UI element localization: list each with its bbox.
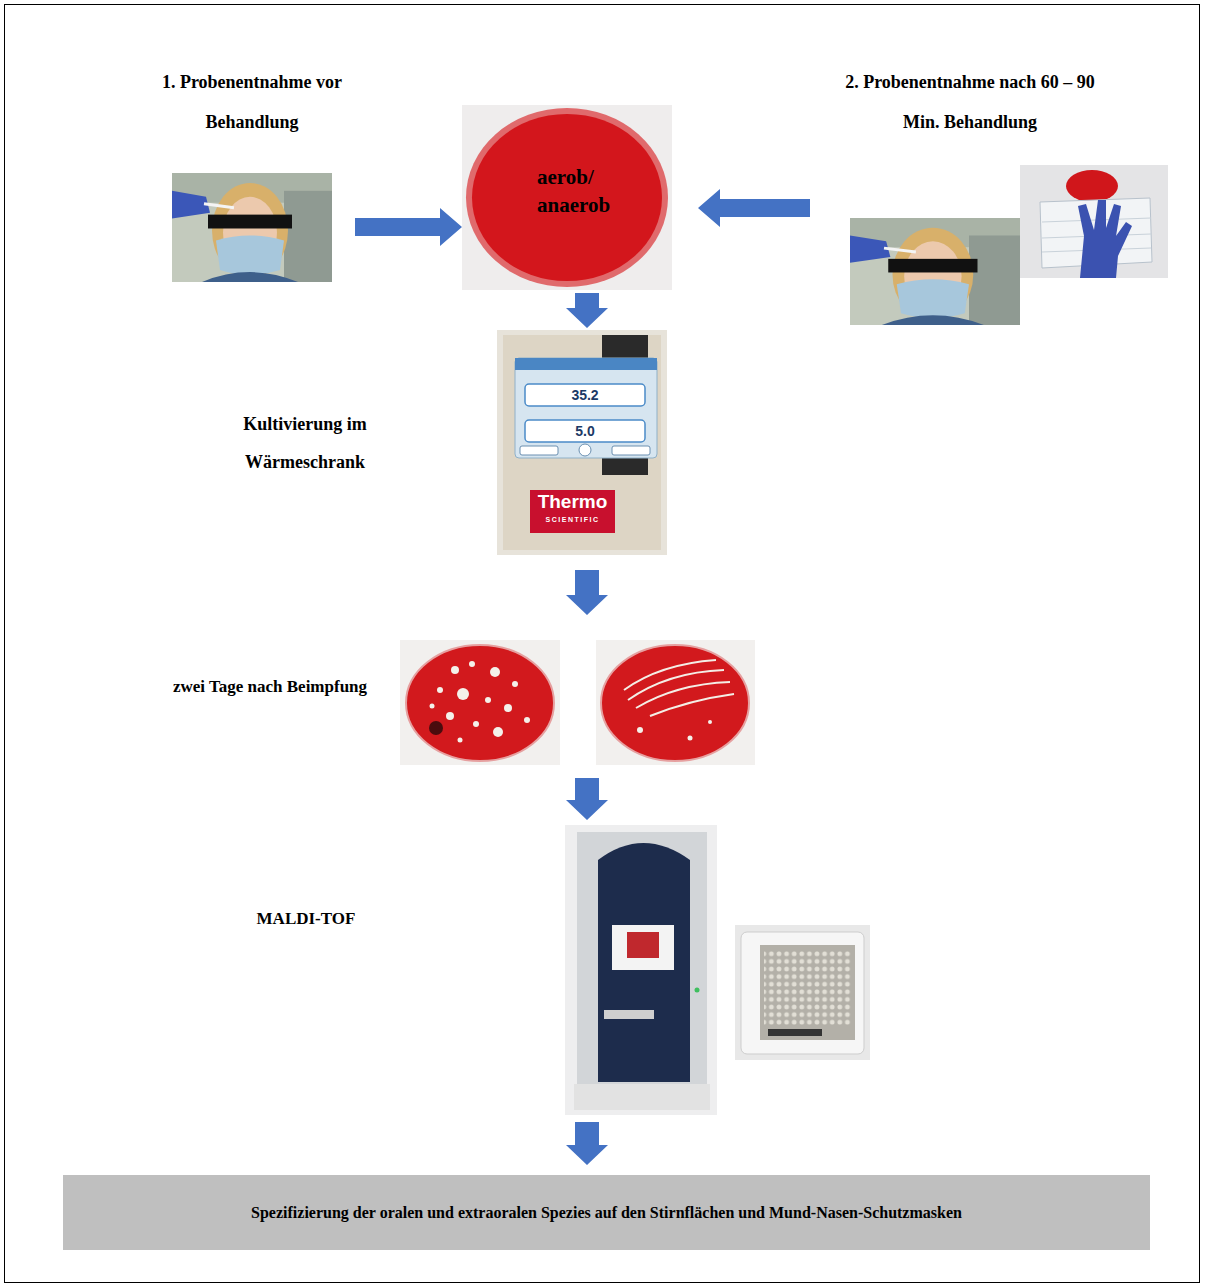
agar-plate: aerob/ anaerob (462, 105, 672, 290)
incubator-photo (497, 330, 667, 555)
brand-subline: SCIENTIFIC (530, 515, 615, 524)
barcode (768, 1029, 822, 1036)
photo-ground (497, 330, 667, 555)
colony (504, 704, 512, 712)
glove (1078, 200, 1132, 278)
colony (490, 667, 500, 677)
display-field (525, 420, 645, 442)
sampling-photo-after (850, 218, 1020, 325)
instrument-front (598, 843, 690, 1082)
flow-arrow (566, 293, 608, 328)
incubator-door (503, 335, 661, 550)
status-light (695, 988, 700, 993)
display-value: 5.0 (525, 420, 645, 442)
flow-arrow (566, 1122, 608, 1165)
instrument-side (577, 832, 707, 1100)
display-button (612, 446, 650, 455)
photo-ground (400, 640, 560, 765)
colony (473, 721, 479, 727)
step-heading: 2. Probenentnahme nach 60 – 90 Min. Beha… (845, 62, 1095, 142)
warning-sign (627, 932, 659, 958)
step-heading: MALDI-TOF (176, 907, 436, 931)
plate-rim (466, 108, 668, 287)
target-spots (764, 949, 851, 1025)
sample-slot (604, 1010, 654, 1019)
maldi-tof-instrument: MALDI-TOF (565, 825, 870, 1115)
flow-arrow (566, 570, 608, 615)
agar-plate (406, 645, 554, 761)
flow-arrow (355, 208, 462, 246)
plate-label: aerob/ anaerob (537, 163, 637, 219)
colony (708, 720, 712, 724)
incubator: Kultivierung im Wärmeschrank35.25.0Therm… (497, 330, 667, 555)
display-bar (515, 358, 657, 370)
colony (524, 717, 530, 723)
plastic-bag (741, 932, 864, 1054)
colony (469, 661, 475, 667)
sampling-photo-before (172, 173, 332, 282)
colony (512, 681, 518, 687)
display-value: 35.2 (525, 384, 645, 406)
photo-ground (565, 825, 717, 1115)
colony (430, 704, 435, 709)
instrument-window (612, 925, 674, 970)
brand-logo (530, 490, 615, 533)
display-button (520, 446, 558, 455)
colony (451, 666, 459, 674)
maldi-tof-photo (565, 825, 870, 1115)
sampling-photo-box: 2. Probenentnahme nach 60 – 90 Min. Beha… (850, 165, 1168, 325)
photo-ground (596, 640, 755, 765)
colony (688, 736, 693, 741)
colony (446, 712, 454, 720)
grown-plates-photo (400, 640, 755, 765)
photo-ground (462, 105, 672, 290)
step-heading: zwei Tage nach Beimpfung (145, 675, 395, 699)
result-box: Spezifizierung der oralen und extraorale… (63, 1175, 1150, 1250)
colony-streak (624, 660, 734, 716)
agar-plate-small (1066, 170, 1118, 202)
result-text: Spezifizierung der oralen und extraorale… (83, 1202, 1130, 1224)
display (515, 358, 657, 458)
display-button (579, 444, 591, 456)
colony (637, 727, 643, 733)
agar-surface (472, 114, 662, 281)
colony (458, 738, 463, 743)
brand-name: Thermo (530, 491, 615, 513)
colony (437, 687, 443, 693)
flow-arrow (566, 778, 608, 820)
colony (457, 688, 469, 700)
target-plate (760, 945, 855, 1040)
step-heading: Kultivierung im Wärmeschrank (225, 405, 385, 481)
sampling-photo-box: 1. Probenentnahme vor Behandlung (172, 173, 332, 282)
photo-ground (735, 925, 870, 1060)
grown-plates: zwei Tage nach Beimpfung (400, 640, 755, 765)
photo-ground (1020, 165, 1168, 278)
step-heading: 1. Probenentnahme vor Behandlung (127, 62, 377, 142)
flow-arrow (698, 189, 810, 227)
agar-plate (601, 645, 749, 761)
dark-spot (429, 721, 443, 735)
colony (493, 727, 503, 737)
colony (485, 697, 491, 703)
instrument-base (574, 1084, 710, 1110)
mask-photo (1020, 165, 1168, 278)
display-field (525, 384, 645, 406)
